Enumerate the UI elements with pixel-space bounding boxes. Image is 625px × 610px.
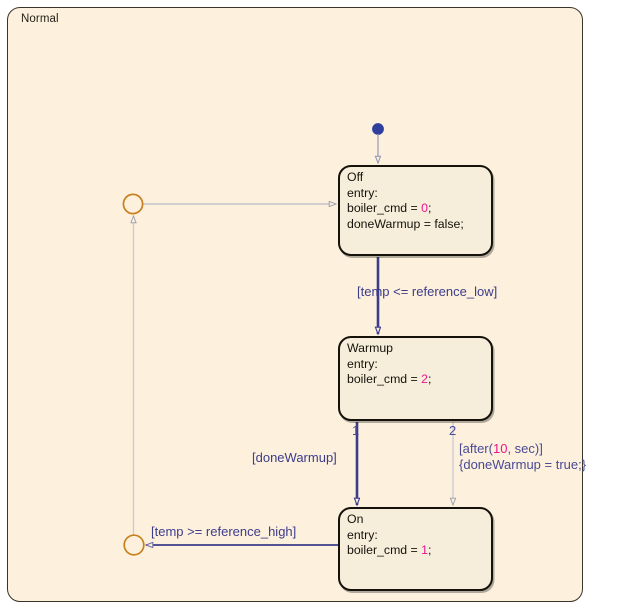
state-off-action1-suffix: ; — [428, 201, 432, 216]
junction-top[interactable] — [122, 193, 144, 215]
state-off-title: Off — [347, 170, 364, 184]
state-warmup-title: Warmup — [347, 341, 394, 355]
transition-priority-1: 1 — [352, 423, 360, 438]
superstate-label: Normal — [21, 13, 59, 25]
after-suffix: , sec)] — [507, 441, 543, 456]
state-off[interactable]: Off entry: boiler_cmd = 0; doneWarmup = … — [338, 165, 493, 256]
transition-label-off-to-warmup[interactable]: [temp <= reference_low] — [357, 284, 498, 299]
state-warmup-entry-keyword: entry: — [347, 356, 378, 371]
state-off-action1-value: 0 — [421, 201, 429, 216]
state-on-action1-value: 1 — [421, 543, 429, 558]
state-on-text: On entry: boiler_cmd = 1; — [347, 512, 487, 559]
state-warmup-action1-value: 2 — [421, 372, 429, 387]
after-prefix: [after( — [459, 441, 493, 456]
transition-label-warmup-to-on-2-line2[interactable]: {doneWarmup = true;} — [459, 457, 587, 472]
superstate-normal[interactable]: Normal — [7, 7, 583, 602]
state-off-action2: doneWarmup = false; — [347, 216, 464, 231]
state-on-entry-keyword: entry: — [347, 527, 378, 542]
state-on-action1-suffix: ; — [428, 543, 432, 558]
after-value: 10 — [492, 441, 508, 456]
default-transition[interactable] — [372, 123, 384, 163]
transition-label-on-to-junction[interactable]: [temp >= reference_high] — [151, 524, 297, 539]
transition-priority-2: 2 — [449, 423, 457, 438]
state-warmup[interactable]: Warmup entry: boiler_cmd = 2; — [338, 336, 493, 421]
state-on-title: On — [347, 512, 364, 526]
state-off-entry-keyword: entry: — [347, 185, 378, 200]
state-off-text: Off entry: boiler_cmd = 0; doneWarmup = … — [347, 170, 487, 232]
state-on[interactable]: On entry: boiler_cmd = 1; — [338, 507, 493, 591]
state-on-action1-prefix: boiler_cmd = — [347, 543, 422, 558]
transition-label-warmup-to-on-2-line1[interactable]: [after(10, sec)] — [459, 441, 543, 457]
transition-label-warmup-to-on-1[interactable]: [doneWarmup] — [252, 450, 337, 465]
state-off-action1-prefix: boiler_cmd = — [347, 201, 422, 216]
state-warmup-action1-suffix: ; — [428, 372, 432, 387]
state-warmup-action1-prefix: boiler_cmd = — [347, 372, 422, 387]
state-warmup-text: Warmup entry: boiler_cmd = 2; — [347, 341, 487, 388]
junction-bottom[interactable] — [123, 534, 145, 556]
